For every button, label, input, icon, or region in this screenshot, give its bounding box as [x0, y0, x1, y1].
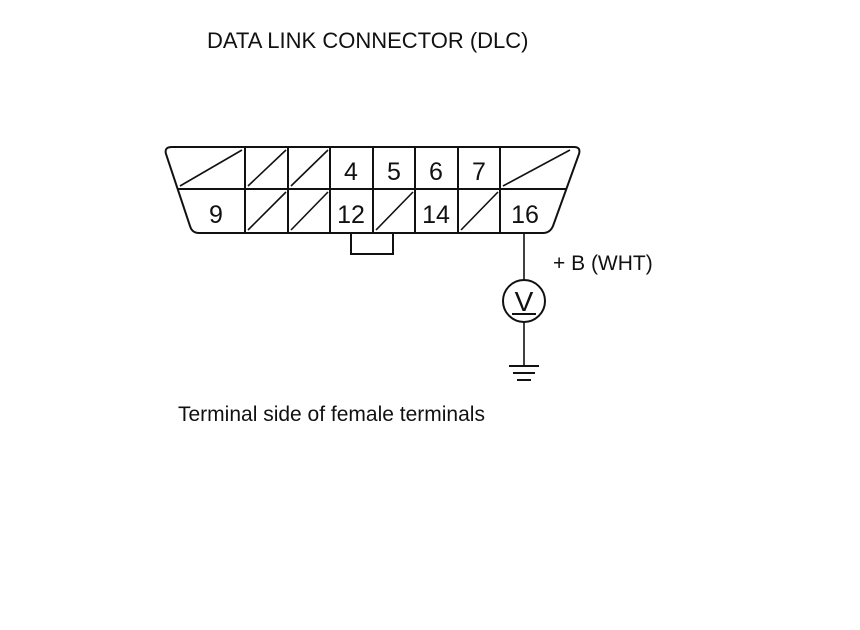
diagram-caption: Terminal side of female terminals — [178, 403, 485, 426]
pin-6-label: 6 — [429, 158, 443, 186]
connector-outline — [164, 146, 581, 234]
dlc-connector: 4 5 6 7 9 12 14 16 — [164, 146, 581, 255]
diagram-title: DATA LINK CONNECTOR (DLC) — [207, 28, 528, 53]
empty-cell-diagonals-top — [179, 149, 571, 187]
pin-16-label: 16 — [511, 201, 539, 229]
bottom-row-dividers — [244, 189, 501, 233]
pin-5-label: 5 — [387, 158, 401, 186]
pin-12-label: 12 — [337, 201, 365, 229]
voltmeter-icon: V — [502, 279, 546, 323]
pin-9-label: 9 — [209, 201, 223, 229]
voltmeter-symbol: V — [515, 286, 534, 317]
pin-7-label: 7 — [472, 158, 486, 186]
ground-icon — [509, 365, 539, 381]
connector-lock-tab — [350, 233, 394, 255]
top-row-dividers — [244, 147, 501, 189]
pin-4-label: 4 — [344, 158, 358, 186]
wire-label: + B (WHT) — [553, 252, 653, 275]
pin-14-label: 14 — [422, 201, 450, 229]
empty-cell-diagonals-bottom — [247, 191, 499, 231]
